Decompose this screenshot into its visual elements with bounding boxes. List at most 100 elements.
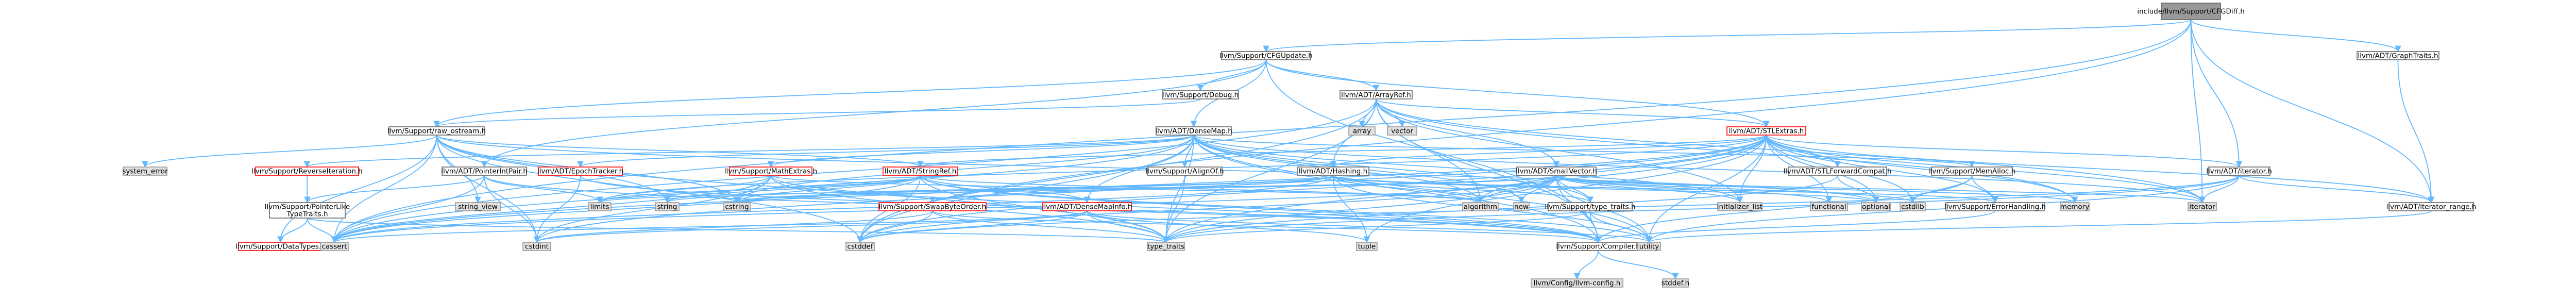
node-box-optional[interactable]: [1861, 202, 1891, 211]
node-systemerror[interactable]: system_error: [122, 166, 168, 176]
node-string[interactable]: string: [655, 202, 680, 211]
node-iterrange[interactable]: llvm/ADT/iterator_range.h: [2386, 202, 2477, 211]
node-pointerintpair[interactable]: llvm/ADT/PointerIntPair.h: [441, 166, 528, 176]
node-box-cstring[interactable]: [723, 202, 751, 211]
node-box-rawostream[interactable]: [388, 126, 485, 136]
node-box-string[interactable]: [655, 202, 680, 211]
node-functional[interactable]: functional: [1810, 202, 1848, 211]
node-mathextras[interactable]: llvm/Support/MathExtras.h: [724, 166, 817, 176]
node-box-cstdlib[interactable]: [1900, 202, 1926, 211]
node-debug[interactable]: llvm/Support/Debug.h: [1162, 90, 1239, 99]
node-box-errorhandling[interactable]: [1945, 202, 2045, 211]
node-errorhandling[interactable]: llvm/Support/ErrorHandling.h: [1944, 202, 2046, 211]
node-llvmconfig[interactable]: llvm/Config/llvm-config.h: [1531, 278, 1623, 288]
node-box-iterator[interactable]: [2188, 202, 2217, 211]
node-cstdint[interactable]: cstdint: [522, 242, 551, 251]
node-box-ptrliketypetraits[interactable]: [269, 202, 346, 219]
node-memalloc[interactable]: llvm/Support/MemAlloc.h: [1928, 166, 2015, 176]
node-new[interactable]: new: [1513, 202, 1530, 211]
node-focus[interactable]: include/llvm/Support/CFGDiff.h: [2137, 3, 2245, 20]
node-box-densemap[interactable]: [1156, 126, 1232, 136]
node-array[interactable]: array: [1348, 126, 1376, 136]
node-limits[interactable]: limits: [588, 202, 612, 211]
node-box-initlist[interactable]: [1717, 202, 1762, 211]
node-compiler[interactable]: llvm/Support/Compiler.h: [1556, 242, 1640, 251]
node-box-memory[interactable]: [2060, 202, 2090, 211]
node-cstring[interactable]: cstring: [723, 202, 751, 211]
node-iterator[interactable]: iterator: [2188, 202, 2217, 211]
node-optional[interactable]: optional: [1861, 202, 1891, 211]
node-box-cassert[interactable]: [320, 242, 349, 251]
node-box-mathextras[interactable]: [729, 166, 812, 176]
node-utility[interactable]: utility: [1637, 242, 1661, 251]
node-tuple[interactable]: tuple: [1356, 242, 1378, 251]
node-reverseiter[interactable]: llvm/Support/ReverseIteration.h: [251, 166, 363, 176]
node-box-cstdint[interactable]: [522, 242, 551, 251]
node-label-line: llvm/ADT/SmallVector.h: [1516, 168, 1597, 176]
node-box-memalloc[interactable]: [1931, 166, 2013, 176]
node-box-stringview[interactable]: [455, 202, 501, 211]
node-box-focus[interactable]: [2161, 3, 2221, 20]
node-box-systemerror[interactable]: [123, 166, 167, 176]
node-cassert[interactable]: cassert: [320, 242, 349, 251]
node-label-cstddef: cstddef: [848, 243, 874, 251]
node-box-iterrange[interactable]: [2388, 202, 2474, 211]
node-rawostream[interactable]: llvm/Support/raw_ostream.h: [387, 126, 486, 136]
node-initlist[interactable]: initializer_list: [1717, 202, 1762, 211]
node-box-llvmconfig[interactable]: [1531, 278, 1623, 288]
node-box-algorithm[interactable]: [1462, 202, 1499, 211]
node-smallvector[interactable]: llvm/ADT/SmallVector.h: [1516, 166, 1597, 176]
node-box-new[interactable]: [1513, 202, 1530, 211]
node-box-stddef[interactable]: [1662, 278, 1689, 288]
node-box-arrayref[interactable]: [1340, 90, 1413, 99]
node-box-stringref[interactable]: [883, 166, 958, 176]
node-vector[interactable]: vector: [1387, 126, 1417, 136]
node-box-utility[interactable]: [1637, 242, 1661, 251]
node-cfgupdate[interactable]: llvm/Support/CFGUpdate.h: [1219, 51, 1313, 60]
node-stringview[interactable]: string_view: [455, 202, 501, 211]
node-stlforward[interactable]: llvm/ADT/STLForwardCompat.h: [1783, 166, 1892, 176]
node-epochtracker[interactable]: llvm/ADT/EpochTracker.h: [537, 166, 623, 176]
node-box-vector[interactable]: [1387, 126, 1417, 136]
node-alignof[interactable]: llvm/Support/AlignOf.h: [1145, 166, 1224, 176]
node-box-typetraits[interactable]: [1548, 202, 1633, 211]
node-stddef[interactable]: stddef.h: [1662, 278, 1689, 288]
node-box-pointerintpair[interactable]: [442, 166, 527, 176]
node-ttraits[interactable]: type_traits: [1147, 242, 1185, 251]
node-box-smallvector[interactable]: [1516, 166, 1597, 176]
node-box-epochtracker[interactable]: [538, 166, 623, 176]
node-box-debug[interactable]: [1162, 90, 1239, 99]
node-datatypes[interactable]: llvm/Support/DataTypes.h: [235, 242, 326, 251]
node-cstddef[interactable]: cstddef: [845, 242, 875, 251]
node-box-tuple[interactable]: [1356, 242, 1378, 251]
node-typetraits[interactable]: llvm/Support/type_traits.h: [1545, 202, 1636, 211]
node-arrayref[interactable]: llvm/ADT/ArrayRef.h: [1340, 90, 1413, 99]
node-box-ttraits[interactable]: [1147, 242, 1185, 251]
node-densemap[interactable]: llvm/ADT/DenseMap.h: [1155, 126, 1232, 136]
node-box-hashing[interactable]: [1297, 166, 1369, 176]
node-box-stlextras[interactable]: [1726, 126, 1806, 136]
node-box-functional[interactable]: [1810, 202, 1848, 211]
node-densemapinfo[interactable]: llvm/ADT/DenseMapInfo.h: [1042, 202, 1132, 211]
node-memory[interactable]: memory: [2060, 202, 2090, 211]
node-box-adtiterator[interactable]: [2208, 166, 2270, 176]
node-algorithm[interactable]: algorithm: [1462, 202, 1499, 211]
node-box-stlforward[interactable]: [1788, 166, 1887, 176]
node-hashing[interactable]: llvm/ADT/Hashing.h: [1297, 166, 1369, 176]
node-swapbyteorder[interactable]: llvm/Support/SwapByteOrder.h: [878, 202, 987, 211]
node-box-cstddef[interactable]: [845, 242, 875, 251]
node-box-graphtraits[interactable]: [2357, 51, 2439, 60]
node-box-alignof[interactable]: [1147, 166, 1223, 176]
node-box-array[interactable]: [1348, 126, 1376, 136]
node-cstdlib[interactable]: cstdlib: [1900, 202, 1926, 211]
node-adtiterator[interactable]: llvm/ADT/iterator.h: [2206, 166, 2272, 176]
node-stringref[interactable]: llvm/ADT/StringRef.h: [883, 166, 958, 176]
node-box-densemapinfo[interactable]: [1042, 202, 1132, 211]
node-box-swapbyteorder[interactable]: [878, 202, 987, 211]
node-stlextras[interactable]: llvm/ADT/STLExtras.h: [1726, 126, 1806, 136]
node-graphtraits[interactable]: llvm/ADT/GraphTraits.h: [2357, 51, 2439, 60]
node-box-limits[interactable]: [588, 202, 612, 211]
node-box-cfgupdate[interactable]: [1221, 51, 1311, 60]
node-box-reverseiter[interactable]: [255, 166, 359, 176]
